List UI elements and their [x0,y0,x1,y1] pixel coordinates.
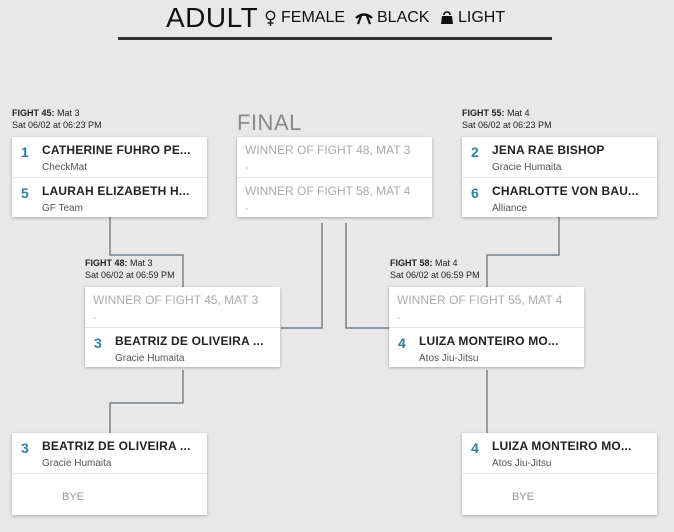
final-label: FINAL [237,110,302,135]
competitor-team: GF Team [42,203,83,214]
final-slot[interactable]: WINNER OF FIGHT 48, MAT 3 - [237,137,432,177]
competitor-team: Alliance [492,203,528,214]
placeholder-dash: - [245,162,249,174]
fight-number: FIGHT 48: [85,258,128,268]
seed-number: 6 [471,185,479,201]
fight-time: Sat 06/02 at 06:59 PM [390,270,480,280]
belt-filter: BLACK [355,9,429,27]
seed-number: 3 [21,440,29,456]
fight-55-card[interactable]: 2 JENA RAE BISHOP Gracie Humaita 6 CHARL… [462,137,657,217]
placeholder-dash: - [245,203,249,215]
fight-time: Sat 06/02 at 06:23 PM [462,120,552,130]
fight-45-info: FIGHT 45: Mat 3 Sat 06/02 at 06:23 PM [12,107,102,131]
winner-placeholder: WINNER OF FIGHT 45, MAT 3 [93,293,259,307]
fight-mat: Mat 4 [504,108,530,118]
fight-number: FIGHT 58: [390,258,433,268]
bye-label: BYE [62,491,85,503]
seed-number: 4 [471,440,479,456]
weight-label: LIGHT [458,9,506,26]
weight-filter: LIGHT [440,9,505,27]
winner-placeholder: WINNER OF FIGHT 55, MAT 4 [397,293,563,307]
fight-55-info: FIGHT 55: Mat 4 Sat 06/02 at 06:23 PM [462,107,552,131]
fight-48-info: FIGHT 48: Mat 3 Sat 06/02 at 06:59 PM [85,257,175,281]
connector-48-to-bye-left [109,370,184,433]
seed-number: 2 [471,144,479,160]
placeholder-dash: - [397,312,401,324]
bye-left-card[interactable]: 3 BEATRIZ DE OLIVEIRA ... Gracie Humaita… [12,433,207,515]
belt-label: BLACK [377,9,430,26]
belt-icon [355,13,373,25]
competitor-slot[interactable]: 1 CATHERINE FUHRO PE... CheckMat [12,137,207,177]
seed-number: 1 [21,144,29,160]
female-icon [265,10,276,26]
fight-45-card[interactable]: 1 CATHERINE FUHRO PE... CheckMat 5 LAURA… [12,137,207,217]
seed-number: 3 [94,335,102,351]
connector-48-to-final [281,223,323,329]
bye-slot: BYE [462,473,657,513]
fight-number: FIGHT 45: [12,108,55,118]
bye-slot: BYE [12,473,207,513]
competitor-slot[interactable]: 6 CHARLOTTE VON BAU... Alliance [462,177,657,217]
competitor-name: LAURAH ELIZABETH H... [42,184,190,198]
competitor-team: Gracie Humaita [115,353,185,364]
seed-number: 5 [21,185,29,201]
competitor-slot[interactable]: 4 LUIZA MONTEIRO MO... Atos Jiu-Jitsu [462,433,657,473]
connector-58-to-final [345,223,389,329]
competitor-name: CATHERINE FUHRO PE... [42,143,191,157]
winner-placeholder: WINNER OF FIGHT 48, MAT 3 [245,143,411,157]
fight-mat: Mat 3 [127,258,153,268]
competitor-name: CHARLOTTE VON BAU... [492,184,639,198]
gender-filter: FEMALE [264,9,345,27]
division-title: ADULT [166,2,259,33]
fight-58-info: FIGHT 58: Mat 4 Sat 06/02 at 06:59 PM [390,257,480,281]
gender-label: FEMALE [281,9,346,26]
winner-placeholder: WINNER OF FIGHT 58, MAT 4 [245,184,411,198]
competitor-name: BEATRIZ DE OLIVEIRA ... [115,334,264,348]
competitor-slot[interactable]: 2 JENA RAE BISHOP Gracie Humaita [462,137,657,177]
competitor-slot[interactable]: 5 LAURAH ELIZABETH H... GF Team [12,177,207,217]
fight-mat: Mat 3 [54,108,80,118]
connector-55-to-58 [486,217,560,287]
fight-time: Sat 06/02 at 06:59 PM [85,270,175,280]
winner-slot[interactable]: WINNER OF FIGHT 55, MAT 4 - [389,287,584,327]
weight-icon [441,11,453,24]
seed-number: 4 [398,335,406,351]
competitor-team: Atos Jiu-Jitsu [492,458,552,469]
final-slot[interactable]: WINNER OF FIGHT 58, MAT 4 - [237,177,432,217]
competitor-name: JENA RAE BISHOP [492,143,605,157]
competitor-name: BEATRIZ DE OLIVEIRA ... [42,439,191,453]
fight-time: Sat 06/02 at 06:23 PM [12,120,102,130]
competitor-slot[interactable]: 3 BEATRIZ DE OLIVEIRA ... Gracie Humaita [85,327,280,367]
fight-48-card[interactable]: WINNER OF FIGHT 45, MAT 3 - 3 BEATRIZ DE… [85,287,280,367]
competitor-name: LUIZA MONTEIRO MO... [492,439,632,453]
bye-label: BYE [512,491,535,503]
competitor-team: CheckMat [42,162,88,173]
winner-slot[interactable]: WINNER OF FIGHT 45, MAT 3 - [85,287,280,327]
competitor-slot[interactable]: 4 LUIZA MONTEIRO MO... Atos Jiu-Jitsu [389,327,584,367]
competitor-team: Gracie Humaita [492,162,562,173]
competitor-slot[interactable]: 3 BEATRIZ DE OLIVEIRA ... Gracie Humaita [12,433,207,473]
final-card[interactable]: WINNER OF FIGHT 48, MAT 3 - WINNER OF FI… [237,137,432,217]
placeholder-dash: - [93,312,97,324]
bracket-header: ADULT FEMALE BLACK LIGHT [118,0,552,40]
competitor-team: Gracie Humaita [42,458,112,469]
fight-58-card[interactable]: WINNER OF FIGHT 55, MAT 4 - 4 LUIZA MONT… [389,287,584,367]
fight-number: FIGHT 55: [462,108,505,118]
connector-45-to-48 [109,217,184,287]
competitor-team: Atos Jiu-Jitsu [419,353,479,364]
bye-right-card[interactable]: 4 LUIZA MONTEIRO MO... Atos Jiu-Jitsu BY… [462,433,657,515]
fight-mat: Mat 4 [432,258,458,268]
competitor-name: LUIZA MONTEIRO MO... [419,334,559,348]
